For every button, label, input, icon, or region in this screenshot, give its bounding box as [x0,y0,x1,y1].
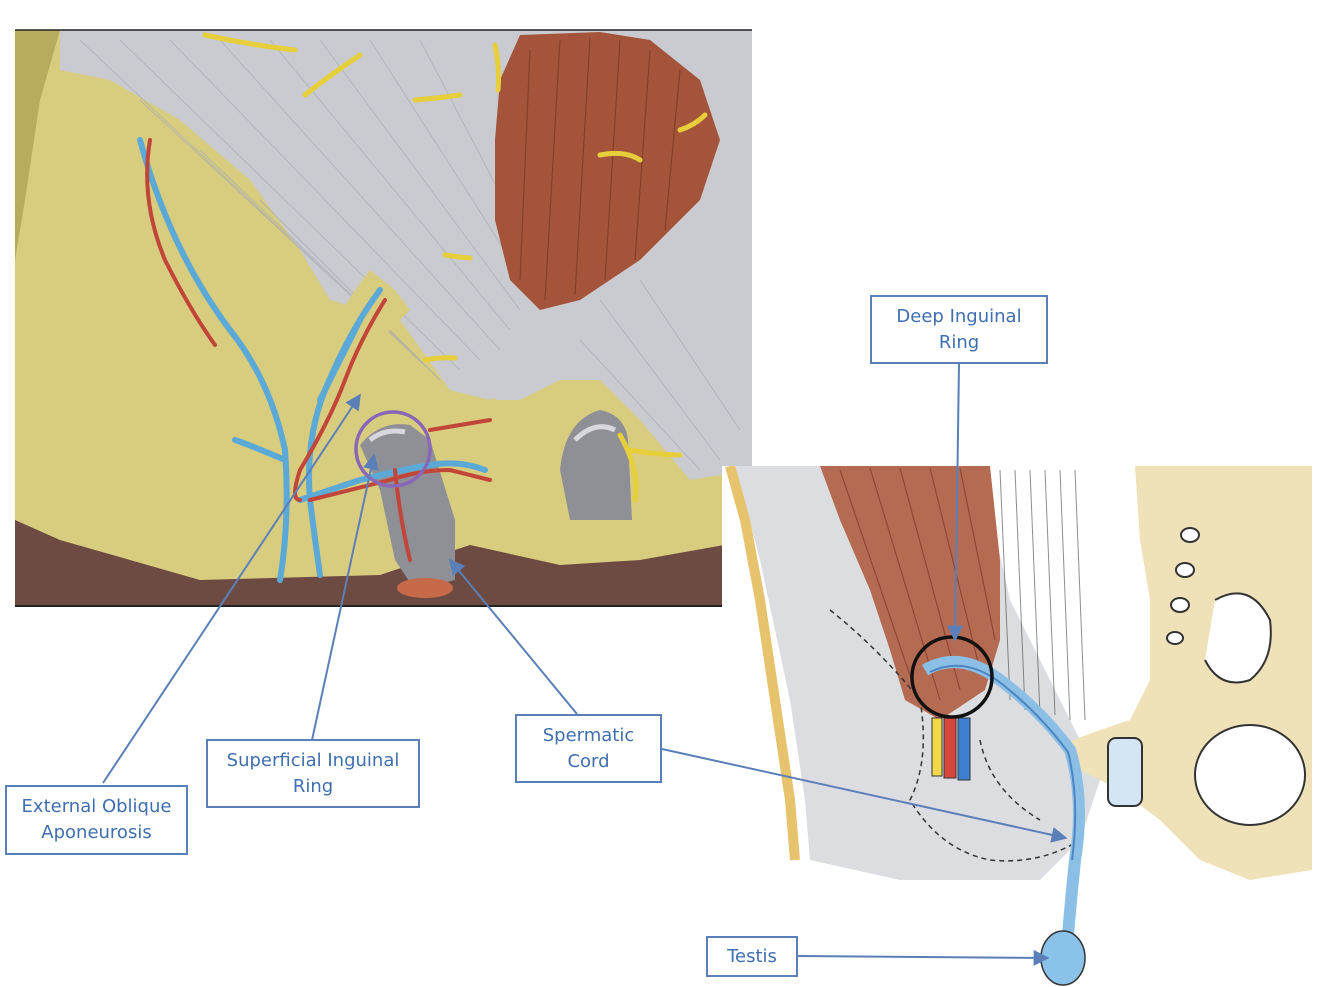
leader-spermatic-cord [448,558,578,715]
rectus-muscle [495,32,720,310]
leader-deep-ring [947,363,964,642]
pubic-symphysis [1107,737,1143,807]
leader-external-oblique [102,393,361,784]
external-view-illustration [15,30,752,606]
label-spermatic-cord-text: Spermatic Cord [542,724,635,772]
label-superficial-inguinal-ring: Superficial Inguinal Ring [206,739,420,808]
label-superficial-inguinal-ring-text: Superficial Inguinal Ring [226,749,400,797]
label-testis-text: Testis [727,945,777,967]
label-deep-inguinal-ring: Deep Inguinal Ring [870,295,1048,364]
label-spermatic-cord: Spermatic Cord [515,714,662,783]
spermatic-cord-right [922,656,1085,936]
leader-testis [797,949,1050,966]
leader-spermatic-cord-right [661,748,1068,843]
label-external-oblique-aponeurosis-text: External Oblique Aponeurosis [21,796,172,843]
leader-superficial-ring [311,453,379,741]
label-external-oblique-aponeurosis: External Oblique Aponeurosis [5,785,188,855]
internal-view-illustration [722,466,1312,986]
superficial-ring-circle [354,410,432,488]
label-testis: Testis [706,936,798,977]
label-deep-inguinal-ring-text: Deep Inguinal Ring [896,305,1022,353]
